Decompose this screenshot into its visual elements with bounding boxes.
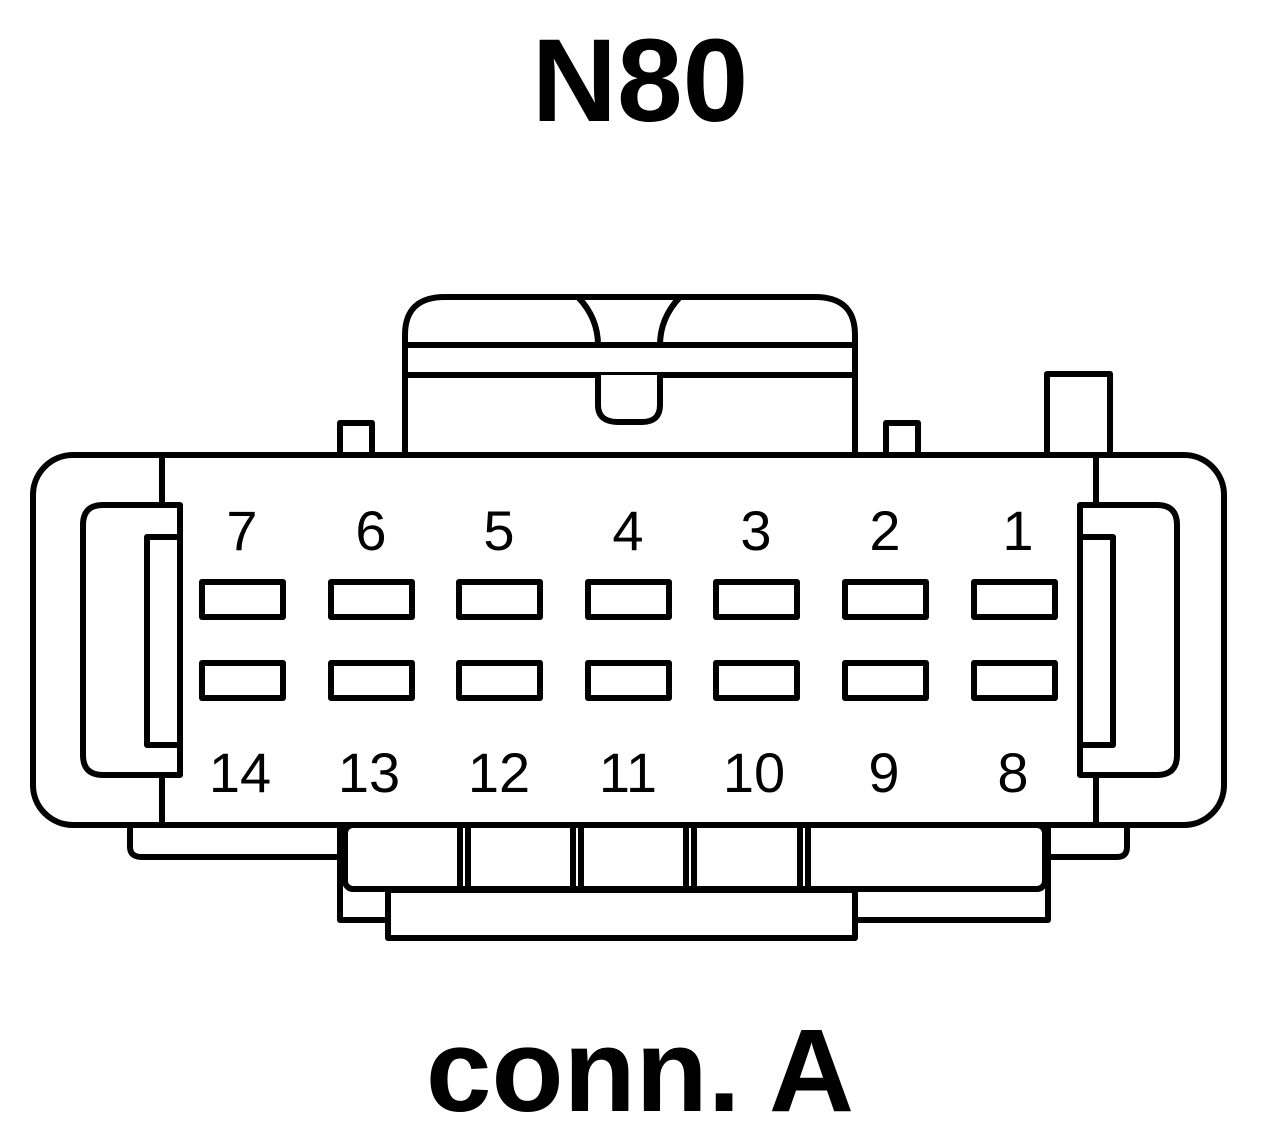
pin-cavity-12: [456, 660, 543, 701]
connector-subtitle: conn. A: [425, 1005, 855, 1137]
pin-label-10: 10: [723, 741, 785, 804]
pin-cavity-14: [199, 660, 286, 701]
pin-label-9: 9: [868, 741, 899, 804]
post-right: [883, 420, 921, 458]
pin-cavity-7: [199, 579, 286, 620]
side-lock-left-inner: [144, 534, 183, 748]
side-lock-right-inner: [1077, 534, 1116, 748]
pin-cavity-9: [842, 660, 929, 701]
pin-label-6: 6: [355, 499, 386, 562]
pin-label-2: 2: [869, 499, 900, 562]
connector-title: N80: [531, 15, 749, 147]
pin-label-1: 1: [1002, 499, 1033, 562]
pin-label-14: 14: [209, 741, 271, 804]
pin-cavity-8: [971, 660, 1058, 701]
pin-label-7: 7: [226, 499, 257, 562]
latch-lever-left-curve: [575, 294, 601, 346]
pin-cavity-4: [585, 579, 672, 620]
pin-label-3: 3: [740, 499, 771, 562]
pin-cavity-2: [842, 579, 929, 620]
connector-body: [30, 452, 1227, 828]
pin-label-4: 4: [612, 499, 643, 562]
latch-tab: [595, 375, 663, 425]
pin-cavity-10: [713, 660, 800, 701]
bottom-plate: [385, 887, 858, 941]
pin-label-13: 13: [338, 741, 400, 804]
pin-label-5: 5: [483, 499, 514, 562]
pin-cavity-3: [713, 579, 800, 620]
pin-label-8: 8: [997, 741, 1028, 804]
pin-cavity-1: [971, 579, 1058, 620]
pin-label-11: 11: [599, 741, 657, 804]
pin-cavity-11: [585, 660, 672, 701]
pin-label-12: 12: [468, 741, 530, 804]
pin-cavity-5: [456, 579, 543, 620]
post-left: [337, 420, 375, 458]
pin-cavity-6: [328, 579, 415, 620]
pin-cavity-13: [328, 660, 415, 701]
post-tall-right: [1044, 371, 1113, 458]
latch-lever-right-curve: [657, 294, 683, 346]
